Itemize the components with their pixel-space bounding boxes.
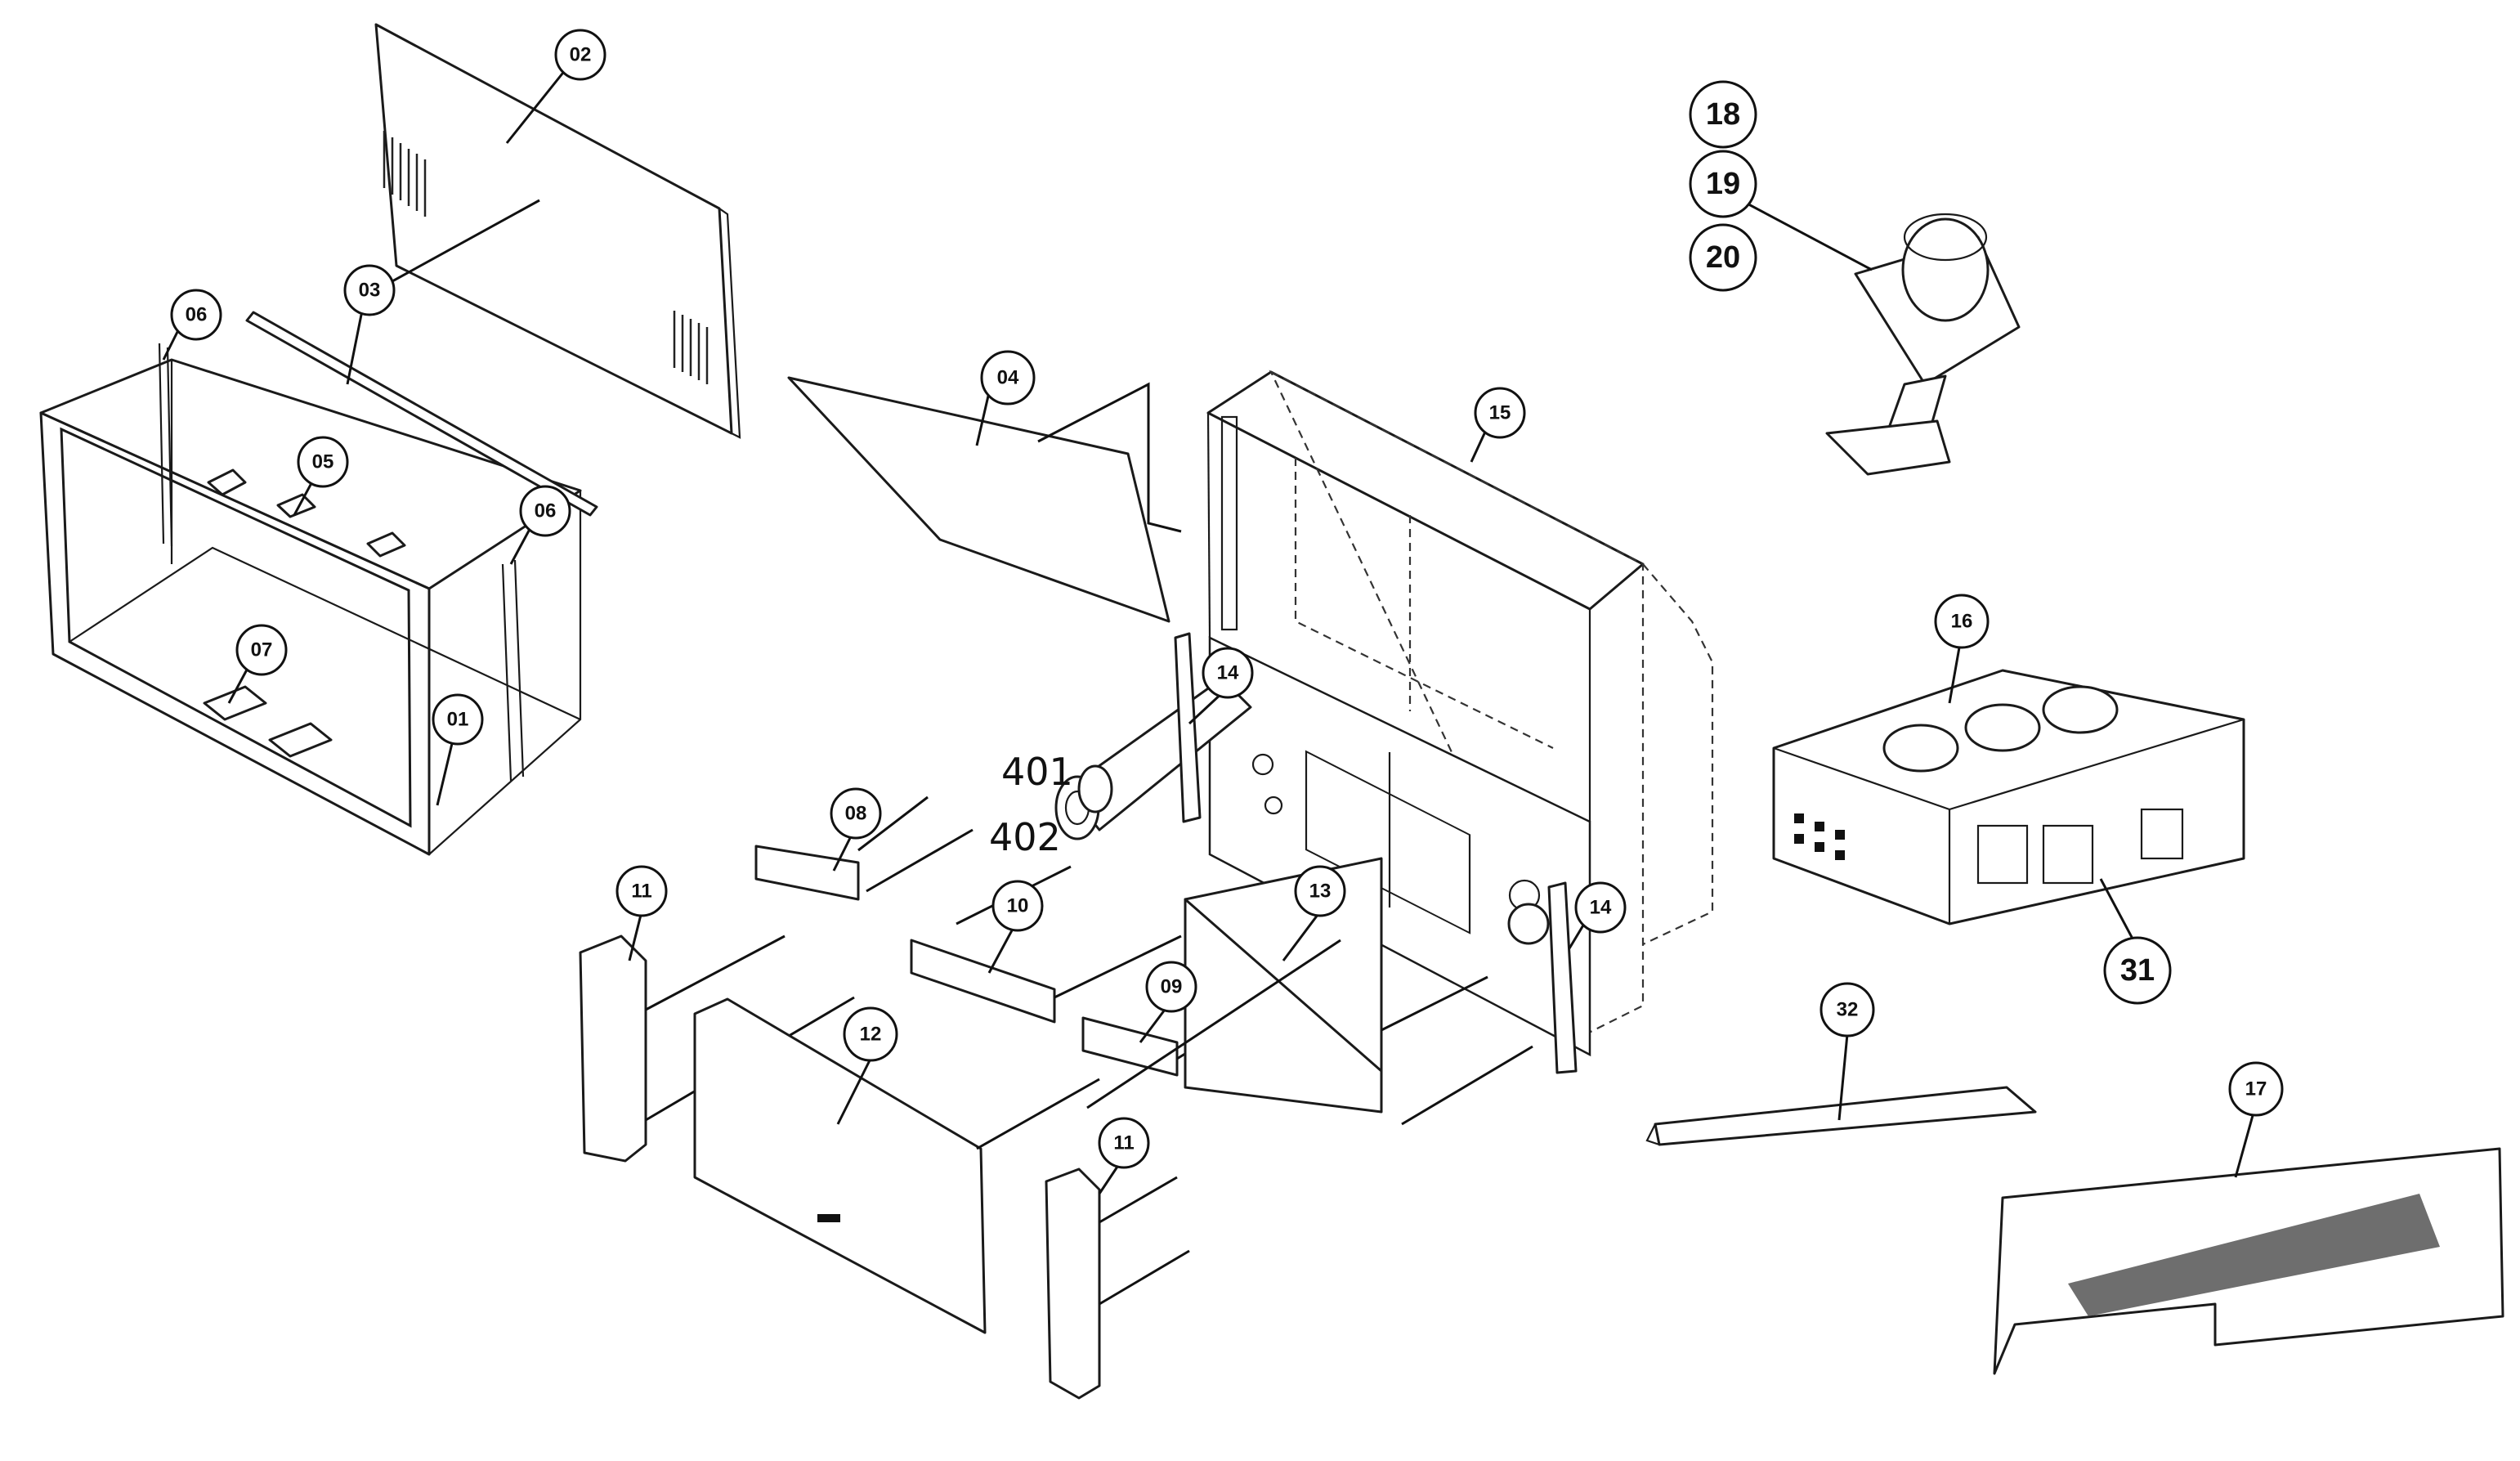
part-mirror: [787, 376, 1182, 623]
part-shield-plate: [1645, 1086, 2037, 1146]
callout-12-label: 12: [860, 1024, 882, 1046]
callout-20-label: 20: [1706, 240, 1740, 275]
callout-11-left-label: 11: [631, 881, 651, 903]
part-chassis: [1772, 669, 2245, 925]
callout-17: 17: [2228, 1061, 2284, 1117]
callout-16-label: 16: [1951, 611, 1973, 633]
part-cabinet-frame: [39, 311, 598, 856]
callout-31-label: 31: [2120, 953, 2155, 988]
callout-19-label: 19: [1706, 167, 1740, 201]
part-side-rails: [1174, 632, 1578, 1074]
callout-02: 02: [554, 29, 607, 81]
callout-32-label: 32: [1837, 999, 1859, 1021]
part-speaker: [1054, 677, 1252, 840]
callout-19: 19: [1689, 150, 1757, 218]
part-crt-tube: [1825, 213, 2021, 476]
callout-01-label: 01: [447, 709, 469, 731]
callout-11-right: 11: [1098, 1117, 1150, 1169]
callout-10-label: 10: [1007, 895, 1029, 917]
callout-05: 05: [297, 436, 349, 488]
callout-03: 03: [343, 264, 396, 316]
callout-14-left-label: 14: [1217, 662, 1239, 684]
callout-09: 09: [1145, 961, 1197, 1013]
callout-06-right: 06: [519, 485, 571, 537]
part-main-cabinet: [1206, 370, 1714, 1057]
callout-15: 15: [1474, 387, 1526, 439]
callout-14-right-label: 14: [1590, 897, 1612, 919]
callout-13-label: 13: [1309, 881, 1332, 903]
callout-08-label: 08: [845, 803, 867, 825]
callout-06-left: 06: [170, 289, 222, 341]
callout-16: 16: [1934, 594, 1990, 649]
callout-06-right-label: 06: [535, 500, 557, 522]
callout-02-label: 02: [570, 44, 592, 66]
callout-09-label: 09: [1161, 976, 1183, 998]
callout-03-label: 03: [359, 280, 381, 302]
callout-17-label: 17: [2245, 1078, 2267, 1100]
callout-07-label: 07: [251, 639, 273, 661]
part-bracket-10: [910, 865, 1182, 1024]
part-front-cover: [693, 997, 1100, 1334]
callout-12: 12: [843, 1006, 898, 1062]
callout-14-right: 14: [1574, 881, 1627, 934]
callout-08: 08: [830, 787, 882, 840]
callout-31: 31: [2103, 936, 2172, 1005]
callout-18-label: 18: [1706, 97, 1740, 132]
callout-32: 32: [1820, 982, 1875, 1037]
part-side-trims: [579, 934, 1190, 1400]
callout-01: 01: [432, 693, 484, 746]
callout-13: 13: [1294, 865, 1346, 917]
callout-11-right-label: 11: [1113, 1132, 1134, 1154]
callout-20: 20: [1689, 223, 1757, 292]
callout-07: 07: [235, 624, 288, 676]
handwritten-label-402: 402: [989, 815, 1061, 859]
part-rear-screen: [374, 23, 741, 439]
callout-04-label: 04: [997, 367, 1019, 389]
callout-05-label: 05: [312, 451, 334, 473]
callout-14-left: 14: [1202, 647, 1254, 699]
callout-11-left: 11: [615, 865, 668, 917]
callout-06-left-label: 06: [186, 304, 208, 326]
callout-10: 10: [991, 880, 1044, 932]
part-back-cover: [1993, 1147, 2504, 1375]
part-bracket-08: [754, 795, 974, 901]
callout-15-label: 15: [1489, 402, 1511, 424]
callout-04: 04: [980, 350, 1036, 406]
callout-18: 18: [1689, 80, 1757, 149]
handwritten-label-401: 401: [1001, 750, 1073, 794]
